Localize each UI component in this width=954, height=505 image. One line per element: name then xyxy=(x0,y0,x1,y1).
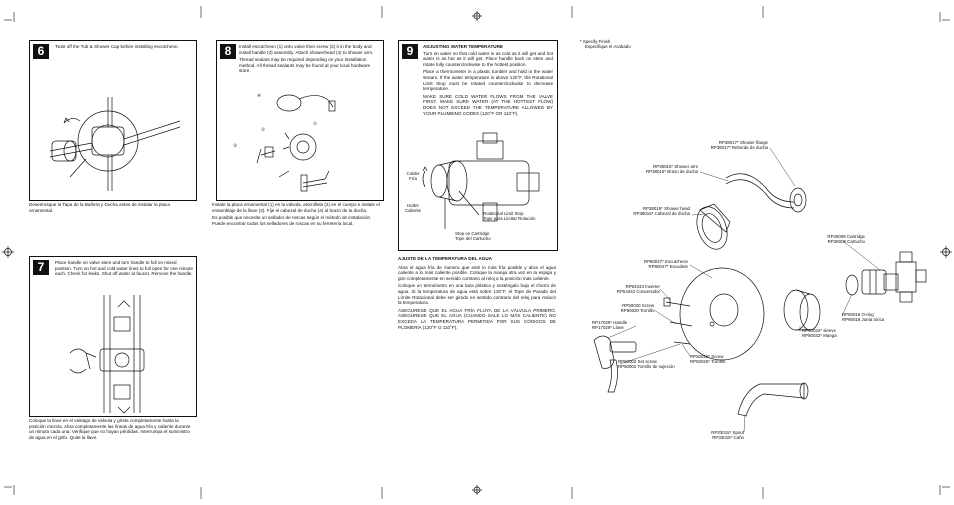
step-6-spanish: Desenrosque la Tapa de la Bañera y Ducha… xyxy=(29,202,170,213)
step-8-instruction: Install escutcheon (1) onto valve then s… xyxy=(239,44,379,76)
step-8-illustration xyxy=(256,94,336,192)
part-shower-arm-label: RP38016* Shower arm RP38016* Brazo de du… xyxy=(620,164,698,174)
hotter-text: Hotter xyxy=(407,203,419,208)
part-cartridge-es: RP28008 Cartucho xyxy=(827,239,865,245)
stop-on-cartridge-label: Stop on Cartridge Tope del Cartucho xyxy=(455,231,491,241)
stop-en-text: Stop on Cartridge xyxy=(455,231,490,236)
part-shower-head-es: RP38015* Cabezal de ducha xyxy=(633,211,690,217)
colder-text: Colder xyxy=(406,171,420,176)
part-shower-head-en: RP38015* Shower head xyxy=(642,206,690,211)
step-6-illustration xyxy=(49,97,181,191)
step-8-spanish-1: Instale la placa ornamental (1) en la vá… xyxy=(212,202,380,213)
part-cartridge-en: RP28008 Cartridge xyxy=(827,234,865,239)
step-6-number: 6 xyxy=(33,44,49,59)
part-sleeve-en: RP80032* sleeve xyxy=(802,328,836,333)
part-screw-en: RP50020 Screw xyxy=(622,303,654,308)
step-9-spanish-1: Abra el agua fría de manera que esté lo … xyxy=(398,264,556,281)
step-8-number: 8 xyxy=(220,44,236,59)
part-screw2-es: RP50026* Tornillo xyxy=(690,359,726,365)
part-setscrew-es: RP50002 Tornillo de sujeción xyxy=(618,364,675,370)
part-cartridge-label: RP28008 Cartridge RP28008 Cartucho xyxy=(800,234,865,244)
part-setscrew-label: RP50002 Set screw RP50002 Tornillo de su… xyxy=(618,359,675,369)
fria-text: Fría xyxy=(409,176,417,182)
part-spout-en: RP33015* Spout xyxy=(711,430,744,435)
caliente-text: Caliente xyxy=(404,208,422,214)
part-escutcheon-label: RP80047* Escutcheon RP80047* Escudete xyxy=(612,259,688,269)
step-8-panel: 8 Install escutcheon (1) onto valve then… xyxy=(216,40,384,201)
step-9-spanish-heading: AJUSTE DE LA TEMPERATURA DEL AGUA xyxy=(398,256,493,261)
part-shower-flange-es: RP38017* Reborde de ducha xyxy=(710,145,768,151)
step-9-spanish-3: ASEGÚRESE QUE EL AGUA FRÍA FLUYA DE LA V… xyxy=(398,307,556,330)
part-setscrew-en: RP50002 Set screw xyxy=(618,359,657,364)
step-7-instruction: Place handle on valve stem and turn hand… xyxy=(55,260,193,277)
step-9-panel: 9 ADJUSTING WATER TEMPERATURE Turn on wa… xyxy=(398,40,558,251)
step-9-text: ADJUSTING WATER TEMPERATURE Turn on wate… xyxy=(423,44,553,118)
step-8-instruction-2: Thread sealant may be required depending… xyxy=(239,57,370,74)
step-9-number: 9 xyxy=(402,44,418,59)
step-9-paragraph-3: MAKE SURE COLD WATER FLOWS FROM THE VALV… xyxy=(423,93,553,116)
step-9-spanish: AJUSTE DE LA TEMPERATURA DEL AGUA Abra e… xyxy=(398,256,556,330)
part-oring-label: RP80018 O-ring RP80018 Junta tórica xyxy=(842,312,884,322)
step-7-illustration xyxy=(69,295,145,414)
step-7-panel: 7 Place handle on valve stem and turn ha… xyxy=(29,256,197,417)
step-7-spanish: Coloque la llave en el vástago de válvul… xyxy=(29,418,191,440)
specify-finish-note: * Specify Finish Especifique el Acabado xyxy=(580,39,631,49)
colder-label: Colder Fría xyxy=(401,171,425,181)
part-oring-es: RP80018 Junta tórica xyxy=(842,317,885,323)
step-9-spanish-2: Coloque un termómetro en una taza plásti… xyxy=(398,283,556,306)
step-8-callout-2: ② xyxy=(261,127,265,132)
part-oring-en: RP80018 O-ring xyxy=(842,312,874,317)
part-inverter-label: RP64343 Inverter RP64343 Conversidor xyxy=(590,284,660,294)
part-spout-es: RP33015* Caño xyxy=(712,435,744,441)
part-screw-label: RP50020 Screw RP50020 Tornillo xyxy=(590,303,654,313)
step-9-paragraph-1: Turn on water so that cold water is as c… xyxy=(423,50,553,67)
part-inverter-es: RP64343 Conversidor xyxy=(616,289,660,295)
part-spout-label: RP33015* Spout RP33015* Caño xyxy=(690,430,744,440)
step-9-paragraph-2: Place a thermometer in a plastic tumbler… xyxy=(423,69,553,92)
part-screw2-en: RP50026* Screw xyxy=(690,354,724,359)
part-shower-arm-en: RP38016* Shower arm xyxy=(653,164,698,169)
step-8-spanish-2: Es posible que necesite un sellador de r… xyxy=(212,215,372,226)
hotter-label: Hotter Caliente xyxy=(399,203,427,213)
step-8-callout-1: ① xyxy=(313,121,317,126)
rls-es-text: Tope para Limitar Rotación xyxy=(483,216,536,222)
part-shower-flange-en: RP38017* Shower flange xyxy=(718,140,768,145)
part-handle-en: RP17029* Handle xyxy=(592,320,628,325)
step-9-heading: ADJUSTING WATER TEMPERATURE xyxy=(423,44,503,49)
stop-es-text: Tope del Cartucho xyxy=(455,236,491,242)
step-7-number: 7 xyxy=(33,260,49,275)
rls-en-text: Rotational Limit Stop xyxy=(483,211,524,216)
part-handle-es: RP17029* Llave xyxy=(592,325,624,331)
step-8-spanish: Instale la placa ornamental (1) en la vá… xyxy=(212,202,382,226)
part-sleeve-es: RP80032* Manga xyxy=(802,333,837,339)
part-shower-flange-label: RP38017* Shower flange RP38017* Reborde … xyxy=(690,140,768,150)
step-6-instruction: Twist off the Tub & Shower Cap before in… xyxy=(55,44,179,49)
part-screw2-label: RP50026* Screw RP50026* Tornillo xyxy=(690,354,725,364)
part-sleeve-label: RP80032* sleeve RP80032* Manga xyxy=(802,328,837,338)
step-8-instruction-1: Install escutcheon (1) onto valve then s… xyxy=(239,44,374,55)
step-8-callout-3: ③ xyxy=(233,143,237,148)
part-shower-head-label: RP38015* Shower head RP38015* Cabezal de… xyxy=(598,206,690,216)
step-9-valve-illustration xyxy=(422,132,540,229)
step-8-callout-4: ④ xyxy=(257,93,261,98)
part-inverter-en: RP64343 Inverter xyxy=(625,284,660,289)
part-handle-label: RP17029* Handle RP17029* Llave xyxy=(592,320,627,330)
part-shower-arm-es: RP38016* Brazo de ducha xyxy=(646,169,698,175)
rotational-limit-stop-label: Rotational Limit Stop Tope para Limitar … xyxy=(483,211,535,221)
part-escutcheon-en: RP80047* Escutcheon xyxy=(643,259,688,264)
note-es: Especifique el Acabado xyxy=(585,44,631,50)
step-6-panel: 6 Twist off the Tub & Shower Cap before … xyxy=(29,40,197,201)
part-screw-es: RP50020 Tornillo xyxy=(620,308,654,314)
part-escutcheon-es: RP80047* Escudete xyxy=(648,264,688,270)
note-en: * Specify Finish xyxy=(580,39,611,44)
